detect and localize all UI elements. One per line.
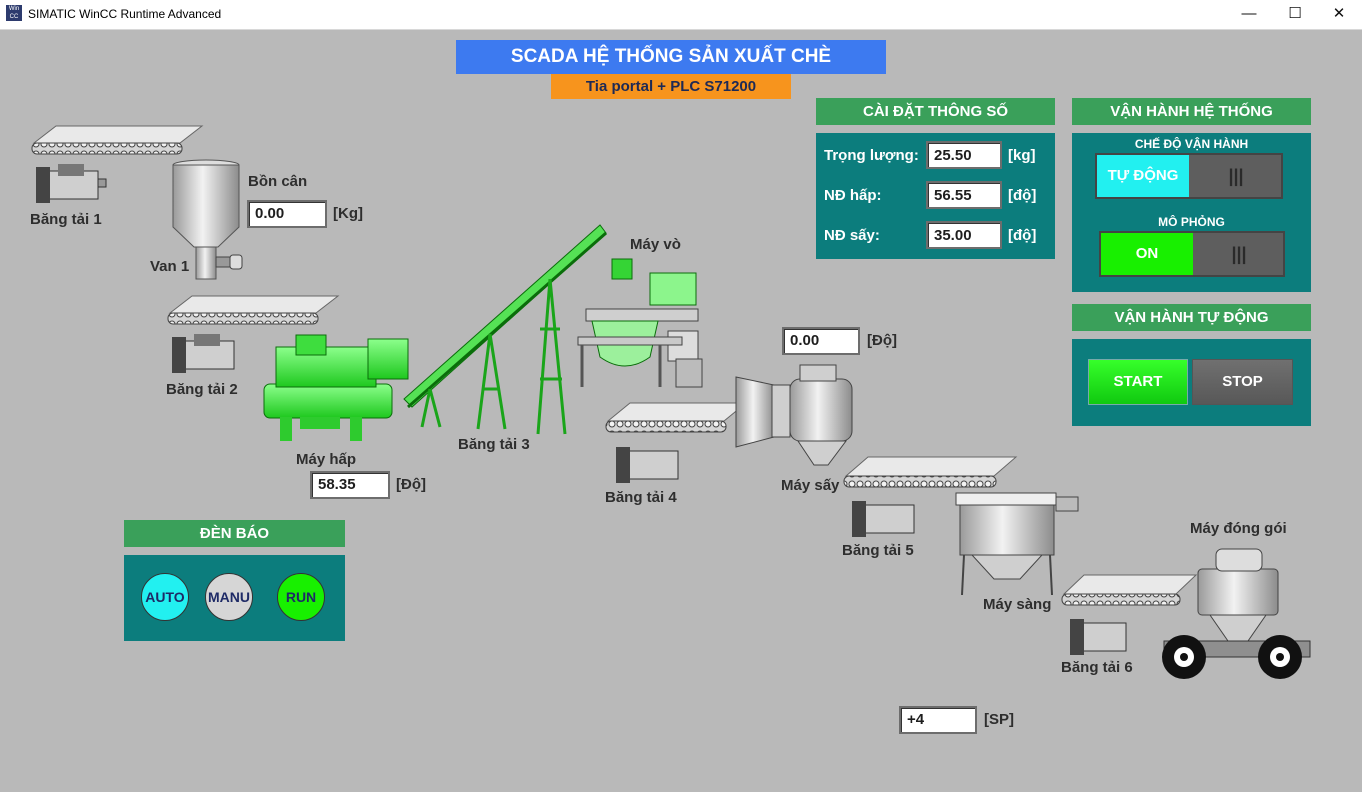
conveyor-6 bbox=[1061, 574, 1198, 606]
motor-5-icon bbox=[852, 501, 915, 537]
conveyor-5 bbox=[843, 456, 1018, 488]
product-count-unit: [SP] bbox=[984, 711, 1014, 728]
page-title: SCADA HỆ THỐNG SẢN XUẤT CHÈ bbox=[456, 40, 886, 74]
process-diagram bbox=[31, 125, 1311, 679]
conveyor-4 bbox=[605, 402, 748, 433]
conveyor-3-inclined bbox=[403, 224, 607, 435]
maximize-button[interactable]: ☐ bbox=[1288, 5, 1302, 22]
close-button[interactable]: ✕ bbox=[1332, 5, 1346, 22]
page-subtitle: Tia portal + PLC S71200 bbox=[551, 74, 791, 99]
dryer-machine bbox=[735, 364, 853, 466]
weighing-tank bbox=[172, 159, 243, 280]
settings-panel: Trọng lượng: [kg] NĐ hấp: [độ] NĐ sấy: [… bbox=[816, 133, 1055, 259]
simulation-toggle-value: ON bbox=[1101, 233, 1193, 275]
motor-2-icon bbox=[172, 334, 235, 373]
motor-4-icon bbox=[616, 447, 679, 483]
weight-setting-input[interactable] bbox=[926, 141, 1002, 169]
sieve-machine bbox=[955, 492, 1079, 596]
settings-panel-title: CÀI ĐẶT THÔNG SỐ bbox=[816, 98, 1055, 125]
run-indicator-lamp: RUN bbox=[277, 573, 325, 621]
start-button[interactable]: START bbox=[1088, 359, 1188, 405]
steam-temp-setting-input[interactable] bbox=[926, 181, 1002, 209]
stop-button[interactable]: STOP bbox=[1192, 359, 1293, 405]
label-may-sang: Máy sàng bbox=[983, 596, 1052, 613]
label-may-dong-goi: Máy đóng gói bbox=[1190, 520, 1287, 537]
mode-label: CHẾ ĐỘ VẬN HÀNH bbox=[1134, 137, 1249, 151]
label-may-say: Máy sấy bbox=[781, 477, 840, 494]
simulation-toggle[interactable]: ON ||| bbox=[1099, 231, 1285, 277]
may-say-temp-display: 0.00 bbox=[782, 327, 860, 355]
dry-temp-setting-unit: [độ] bbox=[1008, 227, 1037, 244]
dry-temp-setting-input[interactable] bbox=[926, 221, 1002, 249]
bon-can-unit: [Kg] bbox=[333, 205, 363, 222]
rolling-machine bbox=[577, 258, 703, 388]
indicator-panel: AUTO MANU RUN bbox=[124, 555, 345, 641]
auto-indicator-lamp: AUTO bbox=[141, 573, 189, 621]
may-say-unit: [Độ] bbox=[867, 332, 897, 349]
auto-run-panel: START STOP bbox=[1072, 339, 1311, 426]
bon-can-weight-display: 0.00 bbox=[247, 200, 327, 228]
label-bon-can: Bồn cân bbox=[248, 173, 308, 190]
mode-toggle[interactable]: TỰ ĐỘNG ||| bbox=[1095, 153, 1283, 199]
label-bang-tai-2: Băng tải 2 bbox=[166, 381, 238, 398]
window-title: SIMATIC WinCC Runtime Advanced bbox=[28, 7, 222, 21]
simulation-label: MÔ PHỎNG bbox=[1158, 215, 1225, 229]
label-van-1: Van 1 bbox=[150, 258, 190, 275]
dry-temp-setting-label: NĐ sấy: bbox=[824, 227, 880, 244]
may-hap-unit: [Độ] bbox=[396, 476, 426, 493]
packing-machine bbox=[1162, 548, 1311, 679]
steam-temp-setting-label: NĐ hấp: bbox=[824, 187, 882, 204]
label-bang-tai-4: Băng tải 4 bbox=[605, 489, 677, 506]
may-hap-temp-display: 58.35 bbox=[310, 471, 390, 499]
manu-indicator-lamp: MANU bbox=[205, 573, 253, 621]
conveyor-2 bbox=[167, 295, 340, 325]
label-bang-tai-1: Băng tải 1 bbox=[30, 211, 102, 228]
steamer-machine bbox=[263, 334, 409, 441]
system-panel: CHẾ ĐỘ VẬN HÀNH TỰ ĐỘNG ||| MÔ PHỎNG ON … bbox=[1072, 133, 1311, 292]
indicator-panel-title: ĐÈN BÁO bbox=[124, 520, 345, 547]
toggle-grip-icon: ||| bbox=[1228, 166, 1244, 186]
label-may-vo: Máy vò bbox=[630, 236, 681, 253]
label-bang-tai-3: Băng tải 3 bbox=[458, 436, 530, 453]
weight-setting-unit: [kg] bbox=[1008, 147, 1036, 164]
label-may-hap: Máy hấp bbox=[296, 451, 357, 468]
motor-1-icon bbox=[36, 164, 107, 203]
minimize-button[interactable]: — bbox=[1241, 5, 1257, 22]
product-count-display: +4 bbox=[899, 706, 977, 734]
label-bang-tai-5: Băng tải 5 bbox=[842, 542, 914, 559]
weight-setting-label: Trọng lượng: bbox=[824, 147, 919, 164]
motor-6-icon bbox=[1070, 619, 1127, 655]
system-panel-title: VẬN HÀNH HỆ THỐNG bbox=[1072, 98, 1311, 125]
label-bang-tai-6: Băng tải 6 bbox=[1061, 659, 1133, 676]
conveyor-1 bbox=[31, 125, 204, 155]
steam-temp-setting-unit: [độ] bbox=[1008, 187, 1037, 204]
mode-toggle-value: TỰ ĐỘNG bbox=[1097, 155, 1189, 197]
auto-run-panel-title: VẬN HÀNH TỰ ĐỘNG bbox=[1072, 304, 1311, 331]
toggle-grip-icon: ||| bbox=[1231, 244, 1247, 264]
